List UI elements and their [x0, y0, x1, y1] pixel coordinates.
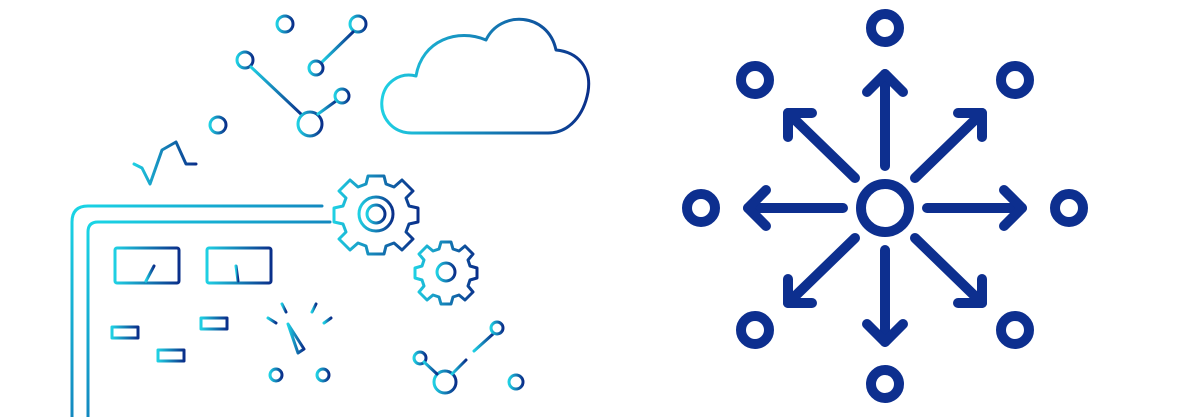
vu-meter-icon	[113, 246, 273, 285]
node-bottom	[866, 365, 904, 403]
cloud-icon	[380, 17, 591, 135]
control-panel-icon	[70, 204, 383, 417]
node-bottom-right	[996, 311, 1034, 349]
small-gear-icon	[413, 240, 479, 306]
node-bottom-left	[736, 311, 774, 349]
arrow-up-right	[910, 108, 987, 183]
node-top-right	[996, 61, 1034, 99]
node-top-left	[736, 61, 774, 99]
arrow-left	[743, 185, 848, 231]
pulse-line	[75, 140, 502, 186]
outer-nodes	[682, 9, 1088, 403]
hub-center-circle	[856, 179, 914, 237]
arrow-right	[922, 185, 1027, 231]
arrow-up-left	[783, 108, 860, 183]
gear-icon	[332, 174, 420, 256]
arrow-down-left	[783, 233, 860, 308]
node-left	[682, 189, 720, 227]
speed-lines	[58, 22, 224, 101]
arrow-down	[862, 245, 908, 347]
network-node-icon	[208, 14, 417, 138]
node-top	[866, 9, 904, 47]
arrow-down-right	[910, 233, 987, 308]
gauge-icon	[260, 298, 338, 383]
connector-node-icon	[382, 320, 525, 395]
tech-scene-illustration	[58, 14, 591, 417]
slider-icon	[110, 310, 229, 386]
arrow-up	[862, 69, 908, 171]
node-right	[1050, 189, 1088, 227]
